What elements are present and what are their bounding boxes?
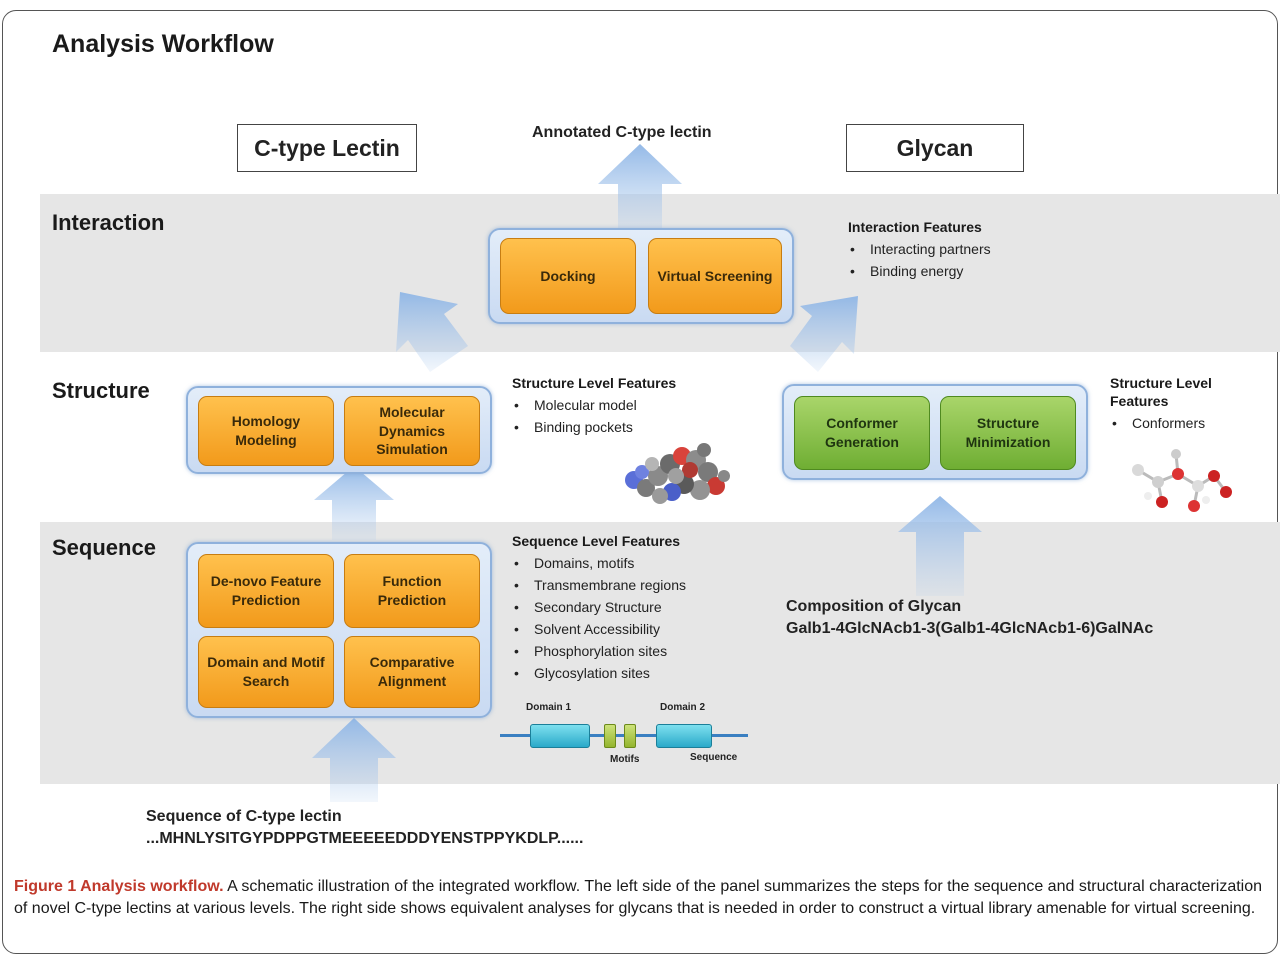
- feature-item: Glycosylation sites: [512, 662, 752, 684]
- domain-1-shape: [530, 724, 590, 748]
- motifs-label: Motifs: [610, 754, 640, 765]
- feature-item: Binding pockets: [512, 416, 682, 438]
- figure-caption: Figure 1 Analysis workflow. A schematic …: [14, 876, 1270, 920]
- band-label-sequence: Sequence: [52, 535, 156, 560]
- arrow-glycan-to-structure: [898, 496, 982, 596]
- structure-left-features: Structure Level Features Molecular model…: [512, 374, 682, 438]
- annotated-lectin-label: Annotated C-type lectin: [532, 124, 712, 141]
- c-type-lectin-box: C-type Lectin: [237, 124, 417, 172]
- arrow-sequence-input: [312, 718, 396, 802]
- sequence-features-title: Sequence Level Features: [512, 533, 681, 549]
- feature-item: Conformers: [1110, 412, 1250, 434]
- feature-item: Phosphorylation sites: [512, 640, 752, 662]
- feature-item: Transmembrane regions: [512, 574, 752, 596]
- feature-item: Solvent Accessibility: [512, 618, 752, 640]
- feature-item: Domains, motifs: [512, 552, 752, 574]
- lectin-sequence: Sequence of C-type lectin ...MHNLYSITGYP…: [146, 806, 583, 850]
- caption-label: Figure 1 Analysis workflow.: [14, 878, 224, 895]
- docking-box: Docking: [500, 238, 636, 314]
- lectin-sequence-value: ...MHNLYSITGYPDPPGTMEEEEEDDDYENSTPPYKDLP…: [146, 830, 584, 847]
- interaction-features: Interaction Features Interacting partner…: [848, 218, 991, 282]
- domain-motif-search-box: Domain and Motif Search: [198, 636, 334, 708]
- arrow-structure-to-interaction-right: [790, 296, 858, 372]
- motif-2-shape: [624, 724, 636, 748]
- de-novo-feature-prediction-box: De-novo Feature Prediction: [198, 554, 334, 628]
- sequence-axis-label: Sequence: [690, 752, 738, 763]
- band-label-interaction: Interaction: [52, 210, 165, 235]
- arrow-interaction-output: [598, 144, 682, 238]
- feature-item: Molecular model: [512, 394, 682, 416]
- glycan-composition-title: Composition of Glycan: [786, 598, 962, 615]
- feature-item: Binding energy: [848, 260, 991, 282]
- domain-2-label: Domain 2: [660, 702, 706, 713]
- caption-text: A schematic illustration of the integrat…: [14, 878, 1263, 917]
- band-label-structure: Structure: [52, 378, 150, 403]
- structure-right-features: Structure Level Features Conformers: [1110, 374, 1250, 434]
- structure-minimization-box: Structure Minimization: [940, 396, 1076, 470]
- arrow-sequence-to-structure: [314, 466, 394, 540]
- domain-diagram: Domain 1 Domain 2 Motifs Sequence: [500, 698, 760, 770]
- molecular-dynamics-box: Molecular Dynamics Simulation: [344, 396, 480, 466]
- domain-1-label: Domain 1: [526, 702, 572, 713]
- domain-2-shape: [656, 724, 712, 748]
- interaction-features-title: Interaction Features: [848, 219, 982, 235]
- feature-item: Secondary Structure: [512, 596, 752, 618]
- glycan-composition: Composition of Glycan Galb1-4GlcNAcb1-3(…: [786, 596, 1153, 640]
- diagram-title: Analysis Workflow: [52, 30, 274, 58]
- conformer-generation-box: Conformer Generation: [794, 396, 930, 470]
- virtual-screening-box: Virtual Screening: [648, 238, 782, 314]
- glycan-box: Glycan: [846, 124, 1024, 172]
- structure-right-features-title: Structure Level Features: [1110, 375, 1212, 410]
- motif-1-shape: [604, 724, 616, 748]
- glycan-composition-formula: Galb1-4GlcNAcb1-3(Galb1-4GlcNAcb1-6)GalN…: [786, 620, 1154, 637]
- feature-item: Interacting partners: [848, 238, 991, 260]
- protein-model-image: [625, 443, 730, 504]
- arrow-structure-to-interaction-left: [396, 292, 468, 372]
- glycan-conformer-image: [1132, 449, 1232, 512]
- sequence-features: Sequence Level Features Domains, motifs …: [512, 532, 752, 684]
- comparative-alignment-box: Comparative Alignment: [344, 636, 480, 708]
- homology-modeling-box: Homology Modeling: [198, 396, 334, 466]
- structure-left-features-title: Structure Level Features: [512, 375, 677, 391]
- lectin-sequence-title: Sequence of C-type lectin: [146, 808, 342, 825]
- function-prediction-box: Function Prediction: [344, 554, 480, 628]
